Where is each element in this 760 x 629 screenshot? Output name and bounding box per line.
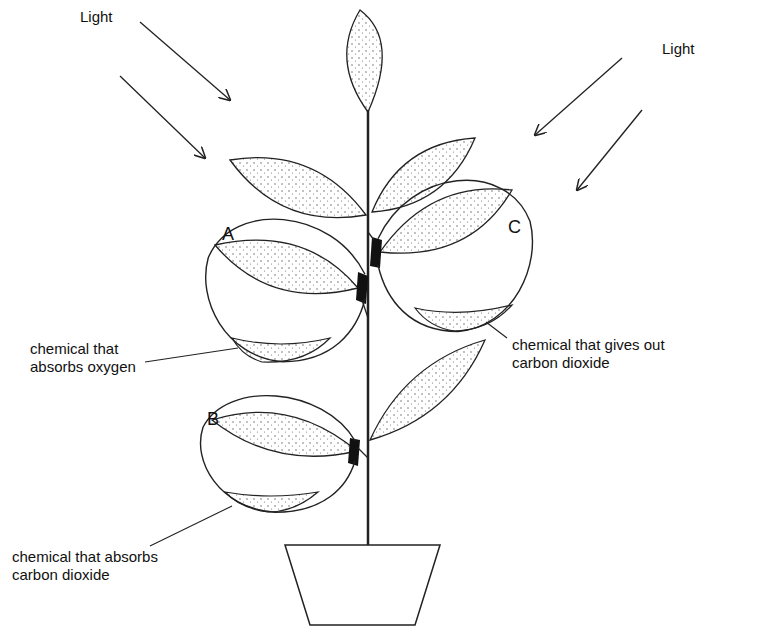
leaves bbox=[212, 10, 512, 456]
light-label: Light bbox=[662, 40, 742, 58]
chemical-label: chemical that gives out carbon dioxide bbox=[512, 336, 690, 372]
bag-outline bbox=[378, 160, 538, 335]
stem bbox=[367, 110, 370, 545]
bag-letter: C bbox=[508, 218, 521, 236]
bag-outline bbox=[206, 219, 365, 362]
light-label: Light bbox=[80, 8, 160, 26]
leader-lines bbox=[145, 322, 507, 546]
bag: C bbox=[378, 160, 538, 335]
bag-letter: A bbox=[222, 225, 234, 243]
chemical-label: chemical that absorbs carbon dioxide bbox=[12, 548, 180, 584]
bag-ties bbox=[348, 232, 382, 466]
bag-outline bbox=[201, 396, 355, 513]
chemical-layers bbox=[225, 305, 512, 512]
flower-pot bbox=[285, 545, 440, 625]
bag-outline bbox=[195, 380, 355, 515]
chemical-label: chemical that absorbs oxygen bbox=[30, 340, 145, 376]
bag: A bbox=[200, 200, 365, 365]
bag-outline bbox=[378, 180, 532, 331]
bag-letter: B bbox=[207, 410, 219, 428]
bag: B bbox=[195, 380, 355, 515]
